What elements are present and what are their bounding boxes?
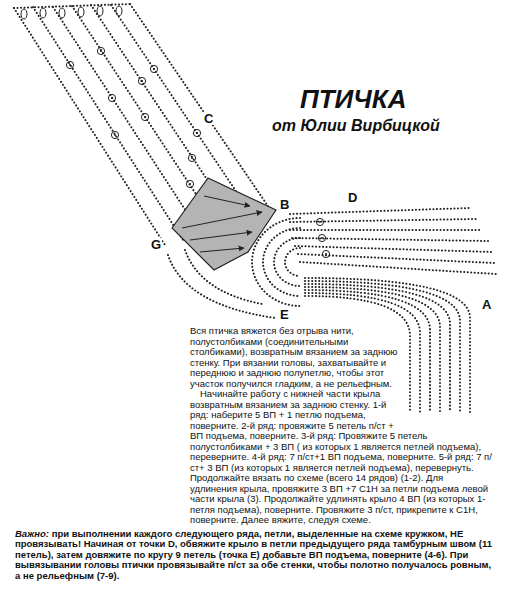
chain-loop xyxy=(116,6,122,16)
chain-loop xyxy=(40,8,46,18)
arrow xyxy=(190,232,252,240)
point-letter: A xyxy=(481,298,492,311)
stitch-row xyxy=(14,8,165,245)
note-paragraph: Важно:при выполнении каждого следующего … xyxy=(15,529,492,582)
stitch-row xyxy=(290,229,482,231)
stitch-dot xyxy=(196,132,198,134)
point-letter: B xyxy=(279,198,290,211)
instruction-paragraph: Вся птичка вяжется без отрыва нити, полу… xyxy=(190,326,492,389)
stitch-row xyxy=(285,248,300,276)
point-letter: C xyxy=(203,112,214,125)
stitch-row xyxy=(130,4,272,212)
stitch-dot xyxy=(69,64,71,66)
wing-rows xyxy=(290,208,496,274)
stitch-row xyxy=(290,219,476,222)
text-column: Вся птичка вяжется без отрыва нити, полу… xyxy=(190,326,492,526)
stitch-dot xyxy=(100,50,102,52)
circled-stitch xyxy=(138,77,145,84)
circled-stitch xyxy=(108,94,115,101)
arrow xyxy=(204,196,250,206)
circled-stitch xyxy=(150,65,157,72)
chain-loop xyxy=(97,6,103,16)
chain-loop xyxy=(59,8,65,18)
shaded-area xyxy=(172,178,276,270)
stitch-dot xyxy=(189,183,191,185)
arrow xyxy=(200,248,244,252)
note-text: при выполнении каждого следующего ряда, … xyxy=(15,528,492,581)
circled-stitch xyxy=(322,250,329,257)
circled-stitch xyxy=(97,47,104,54)
circled-stitch xyxy=(141,113,148,120)
stitch-row xyxy=(263,228,300,296)
stitch-row xyxy=(111,5,254,218)
stitch-dot xyxy=(153,68,155,70)
arrow xyxy=(182,212,262,228)
point-letter: D xyxy=(347,191,358,204)
stitch-dot xyxy=(114,134,116,136)
stitch-dot xyxy=(141,80,143,82)
subtitle: от Юлии Вирбицкой xyxy=(272,118,440,134)
circled-stitch xyxy=(111,131,118,138)
note-heading: Важно: xyxy=(15,528,49,539)
stitch-row xyxy=(292,238,488,241)
point-letter: E xyxy=(279,308,290,321)
circled-stitch xyxy=(66,61,73,68)
point-letter: G xyxy=(150,238,162,251)
stitch-row xyxy=(53,7,201,234)
stitch-row xyxy=(298,254,494,263)
stitch-dot xyxy=(111,97,113,99)
circled-stitch xyxy=(188,154,195,161)
stitch-row xyxy=(274,238,300,286)
shaded-polygon xyxy=(172,178,276,270)
stitch-row xyxy=(33,7,183,240)
title: ПТИЧКА xyxy=(300,86,406,112)
spacer xyxy=(400,326,492,422)
stitch-row xyxy=(290,208,470,214)
stitch-dot xyxy=(144,116,146,118)
stitch-row xyxy=(300,262,496,274)
stitch-row xyxy=(295,246,492,252)
chain-loop xyxy=(21,9,27,19)
chain-loop xyxy=(78,7,84,17)
stitch-dot xyxy=(191,157,193,159)
instruction-paragraph: Начинайте работу с нижней части крыла во… xyxy=(190,389,492,526)
circled-stitch xyxy=(186,180,193,187)
circled-stitch xyxy=(193,129,200,136)
